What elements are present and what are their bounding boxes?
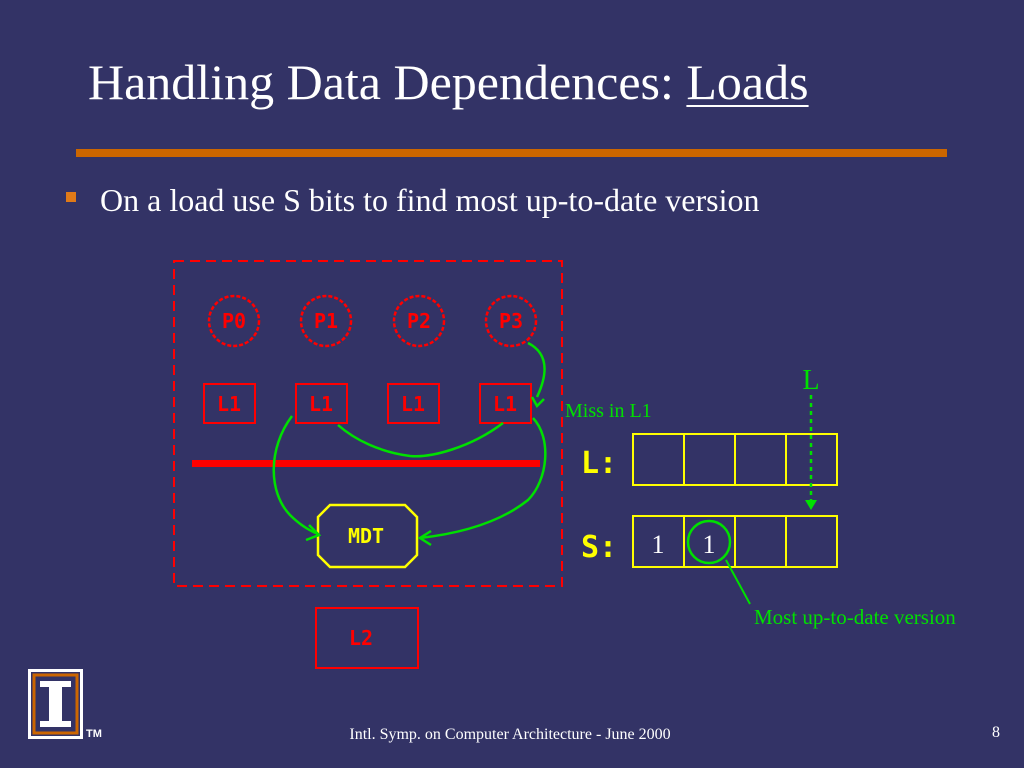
title-emphasis: Loads — [686, 54, 809, 110]
page-number: 8 — [992, 724, 1000, 741]
title-main: Handling Data Dependences: — [88, 54, 687, 110]
mdt-to-l1-arrow — [419, 417, 547, 540]
l1-cache-2: L1 — [387, 383, 440, 424]
arrowhead-icon — [417, 529, 432, 547]
chip-boundary — [173, 260, 563, 587]
l-row-label: L: — [581, 446, 617, 481]
l-row-cells — [632, 433, 838, 486]
processor-label: P1 — [314, 309, 338, 333]
arrowhead-icon — [530, 396, 545, 409]
cache-label: L1 — [401, 392, 425, 416]
s-value-1: 1 — [703, 530, 716, 559]
l1-cache-1: L1 — [295, 383, 348, 424]
l2-label: L2 — [349, 626, 373, 650]
footer-text: Intl. Symp. on Computer Architecture - J… — [349, 726, 671, 743]
title-rule — [76, 149, 947, 157]
trademark-mark: TM — [86, 728, 102, 740]
processor-p1: P1 — [299, 294, 353, 348]
s-row-cells — [632, 515, 838, 568]
l1-to-mdt-arrow — [272, 415, 319, 536]
processor-p3: P3 — [484, 294, 538, 348]
l1-to-l1-arrow — [337, 422, 504, 458]
s-row-label: S: — [581, 530, 617, 565]
processor-p0: P0 — [207, 294, 261, 348]
miss-label: Miss in L1 — [565, 400, 652, 422]
data-flow-arrows — [272, 341, 547, 547]
processor-label: P3 — [499, 309, 523, 333]
slide-title: Handling Data Dependences: Loads — [88, 52, 809, 112]
mdt-label: MDT — [348, 524, 384, 548]
processor-p2: P2 — [392, 294, 446, 348]
s-cell — [734, 515, 787, 568]
cache-label: L1 — [217, 392, 241, 416]
l2-cache: L2 — [315, 607, 419, 669]
cache-label: L1 — [493, 392, 517, 416]
l-cell — [734, 433, 787, 486]
s-value-0: 1 — [652, 530, 665, 559]
l-cell — [683, 433, 736, 486]
l-pointer-label: L — [802, 365, 819, 396]
cache-label: L1 — [309, 392, 333, 416]
version-label: Most up-to-date version — [754, 605, 956, 629]
arrowhead-icon — [305, 524, 322, 542]
processor-label: P2 — [407, 309, 431, 333]
mdt-block: MDT — [316, 503, 419, 569]
arrowhead-icon — [805, 500, 817, 510]
bullet-text: On a load use S bits to find most up-to-… — [100, 182, 760, 218]
s-cell — [785, 515, 838, 568]
version-pointer — [725, 559, 751, 605]
highlight-circle — [686, 519, 732, 565]
processor-label: P0 — [222, 309, 246, 333]
p3-to-l1-arrow — [527, 341, 546, 398]
university-logo-icon — [28, 669, 83, 739]
bullet-square-icon — [66, 192, 76, 202]
interconnect-bus — [192, 460, 540, 467]
l1-cache-0: L1 — [203, 383, 256, 424]
l1-cache-3: L1 — [479, 383, 532, 424]
l-cell — [632, 433, 685, 486]
